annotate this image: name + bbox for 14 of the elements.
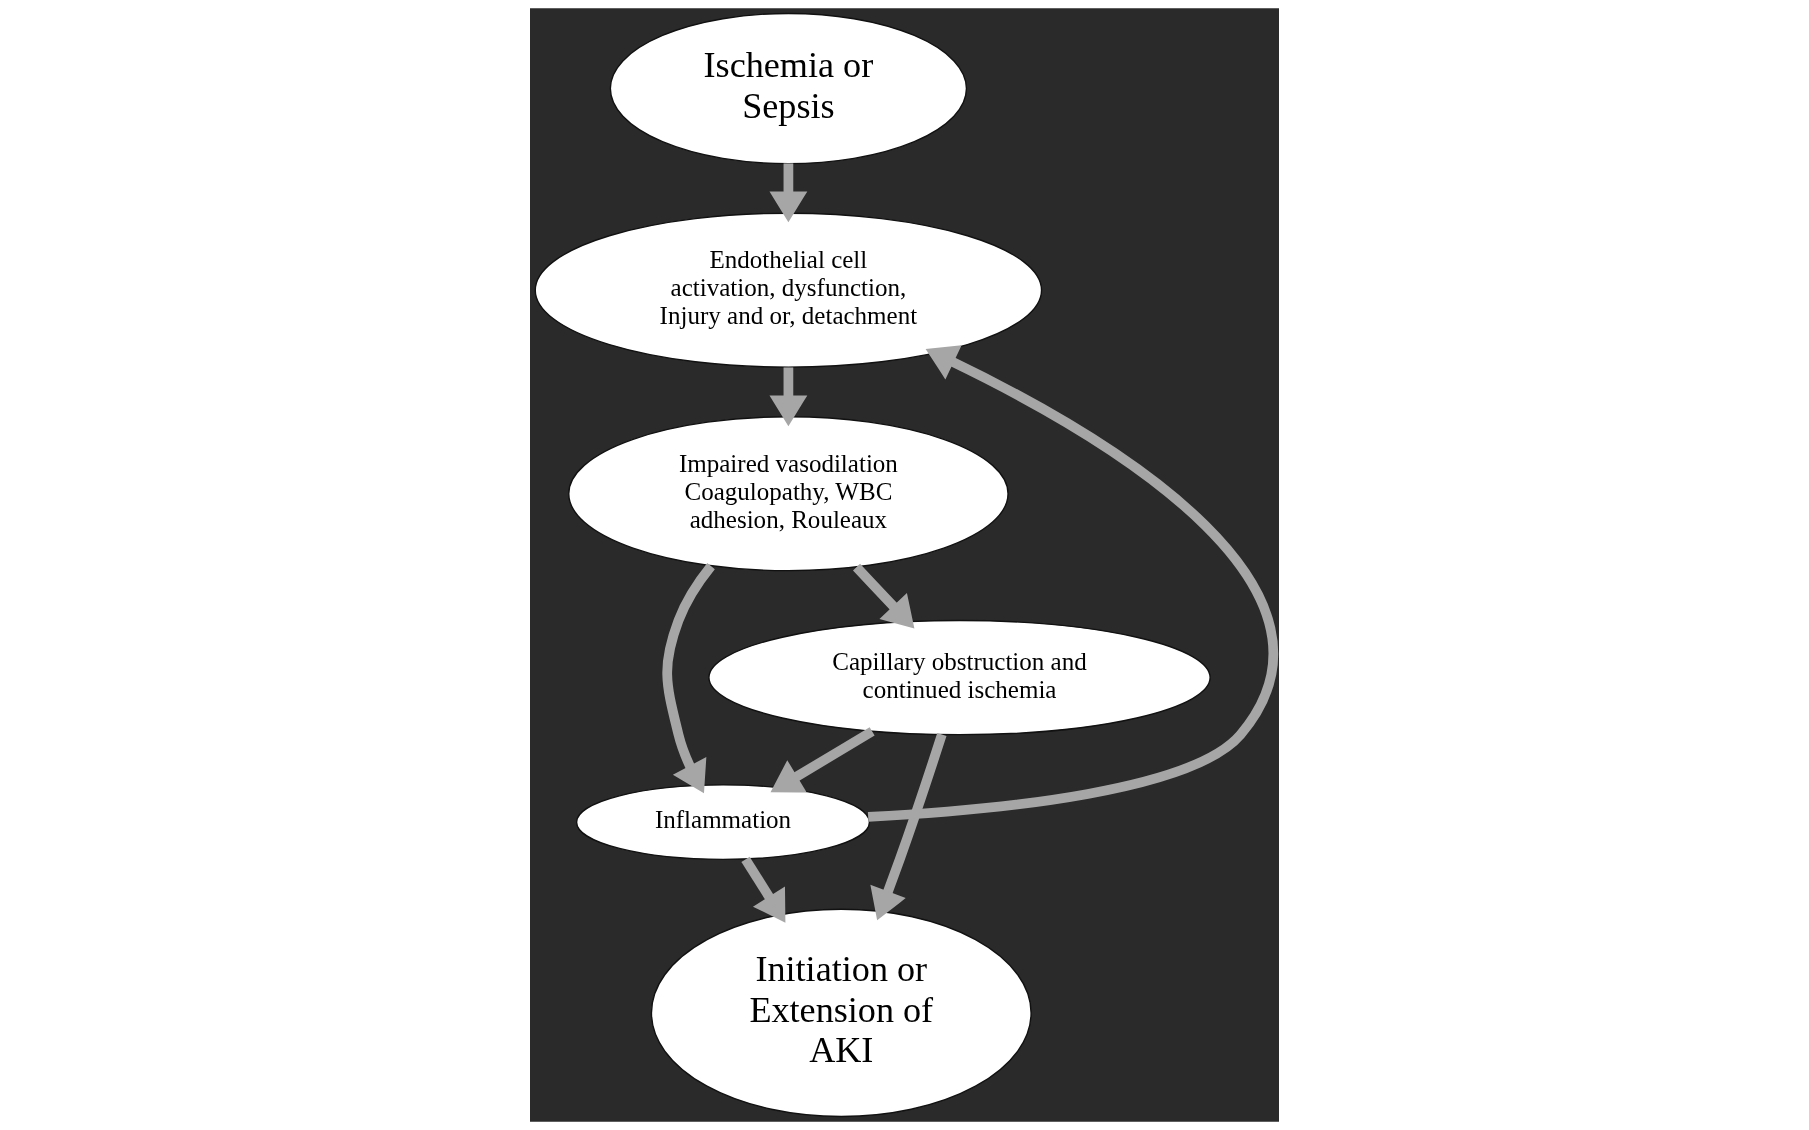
node-ellipse: Capillary obstruction and continued ischemia	[708, 619, 1211, 736]
arrow	[853, 563, 915, 629]
node-ellipse: Impaired vasodilation Coagulopathy, WBC adhesion, Rouleaux	[568, 416, 1009, 572]
node-ellipse: Initiation or Extension of AKI	[650, 908, 1032, 1118]
arrow	[870, 733, 947, 921]
node-ellipse: Endothelial cell activation, dysfunction, Injury and or, detachment	[534, 212, 1043, 368]
arrow	[867, 345, 1278, 822]
arrow	[741, 856, 786, 923]
node-ellipse: Ischemia or Sepsis	[609, 12, 968, 165]
arrow	[662, 563, 715, 794]
node-ellipse: Inflammation	[575, 784, 871, 861]
arrow	[769, 163, 808, 223]
arrow	[770, 727, 875, 793]
arrow	[769, 367, 808, 427]
